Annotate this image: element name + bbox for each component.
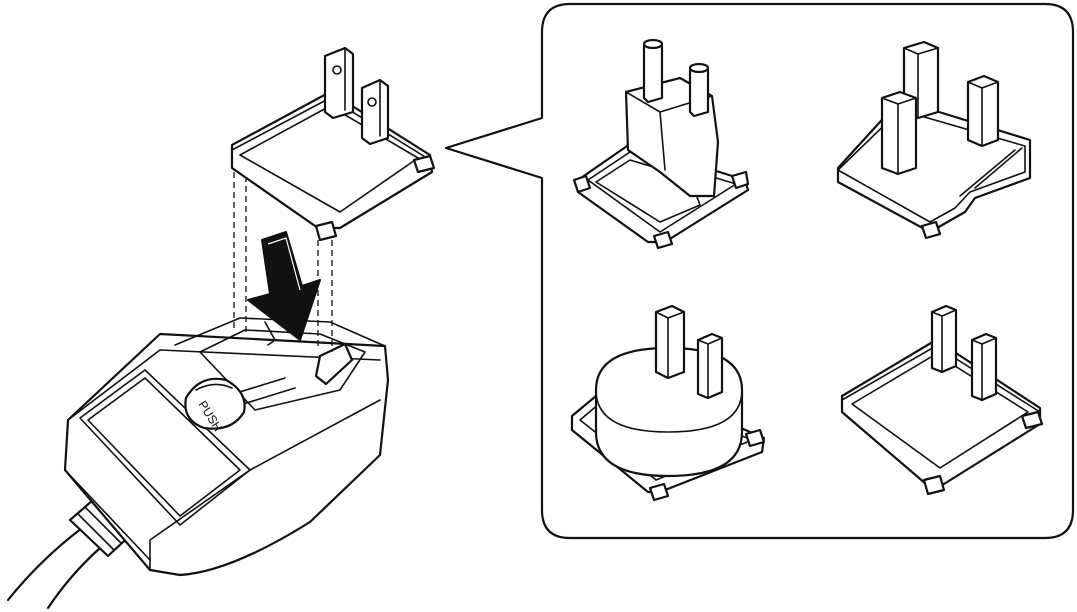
eu-plug-pin-right [688,62,710,118]
us-plug-prong-right [360,78,390,146]
us-plug-option-prong-right [970,332,998,402]
insertion-arrow-icon [247,231,321,341]
us-plug-prong-left [323,46,355,120]
us-plug-option-prong-left [930,304,958,374]
alignment-guides [233,172,333,352]
au-plug-pin-right [696,332,724,400]
eu-plug-adapter [572,38,750,250]
us-plug-adapter [230,46,436,242]
latch-tab [314,342,354,386]
uk-plug-pin-right [966,74,1000,148]
us-plug-adapter-option [840,304,1044,496]
au-plug-pin-left [654,304,686,380]
au-plug-adapter [570,304,766,502]
eu-plug-pin-left [642,38,664,104]
power-cable [6,526,84,602]
uk-plug-pin-left [880,90,918,176]
power-adapter-body: PUSH [6,317,390,610]
uk-plug-adapter [836,40,1032,240]
